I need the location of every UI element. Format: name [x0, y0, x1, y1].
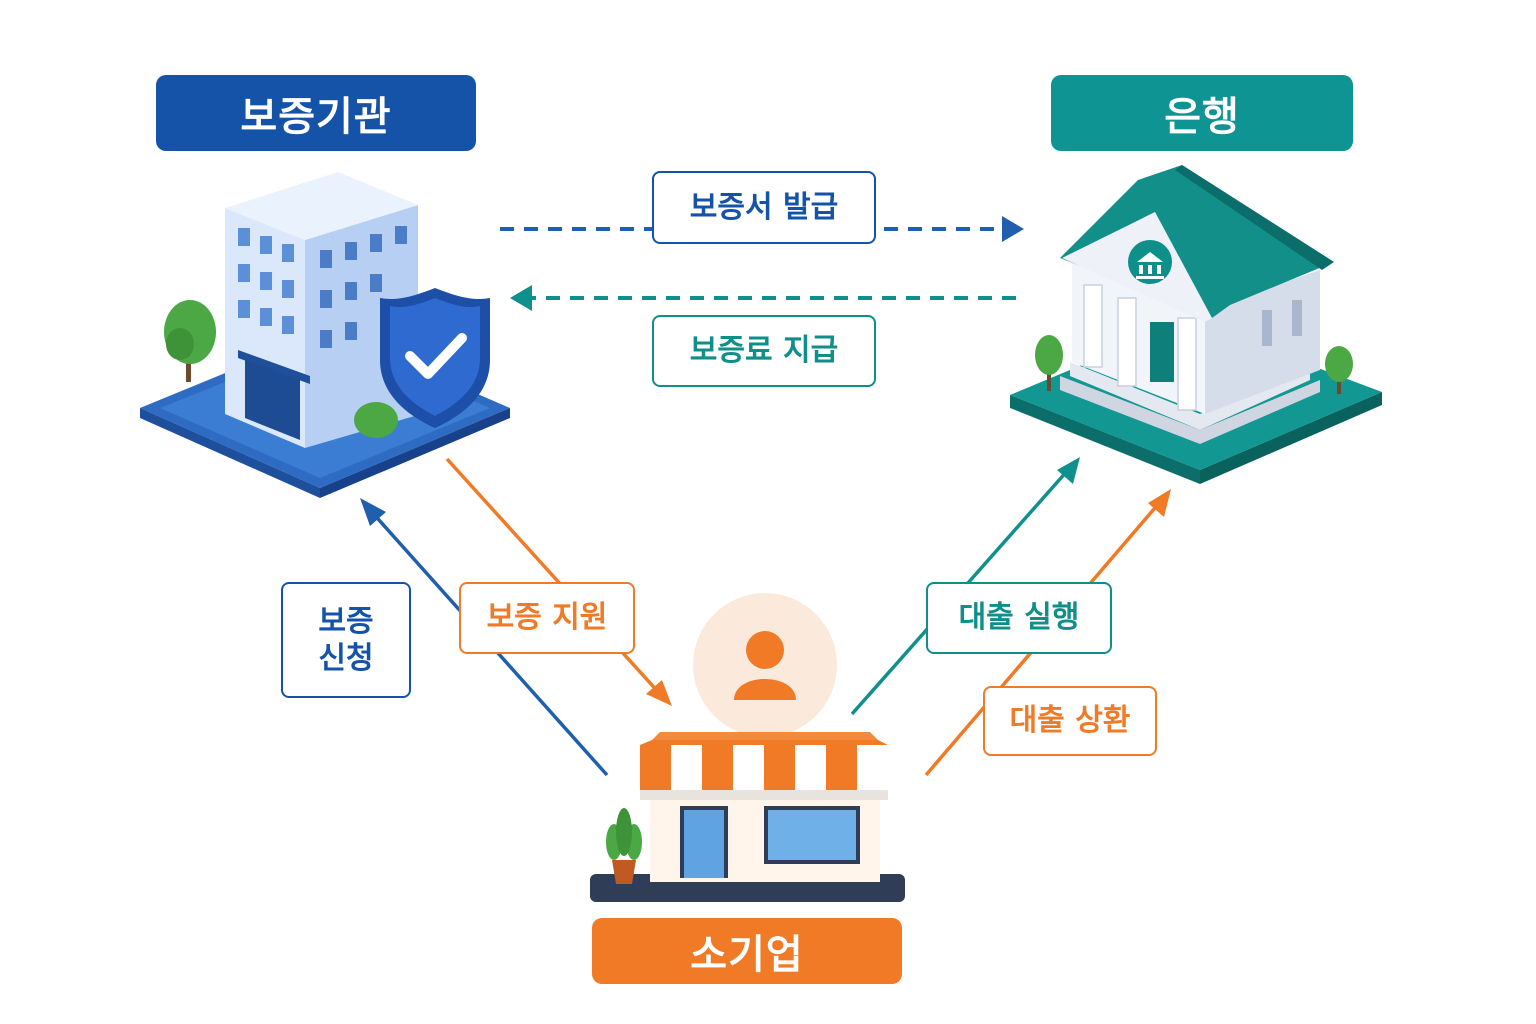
bank-label: 은행	[1051, 75, 1353, 151]
business-label-text: 소기업	[690, 932, 804, 978]
flow-label-apply: 보증 신청	[281, 582, 411, 698]
flow-label-apply-line1: 보증	[318, 603, 374, 639]
flow-label-support-text: 보증 지원	[486, 600, 608, 636]
flow-label-support: 보증 지원	[459, 582, 635, 654]
bank-building-icon	[1010, 165, 1382, 484]
flow-label-issue-guarantee-text: 보증서 발급	[689, 189, 839, 225]
guarantor-label-text: 보증기관	[240, 94, 392, 140]
storefront-icon	[590, 593, 905, 902]
flow-label-loan-repay-text: 대출 상환	[1009, 703, 1131, 739]
flow-label-pay-fee-text: 보증료 지급	[689, 333, 839, 369]
flow-label-loan-execute: 대출 실행	[926, 582, 1112, 654]
bank-label-text: 은행	[1164, 94, 1240, 140]
flow-label-loan-repay: 대출 상환	[983, 686, 1157, 756]
flow-label-loan-execute-text: 대출 실행	[958, 600, 1080, 636]
flow-label-issue-guarantee: 보증서 발급	[652, 171, 876, 244]
arrow-support	[445, 457, 662, 696]
flow-label-pay-fee: 보증료 지급	[652, 315, 876, 387]
guarantor-label: 보증기관	[156, 75, 476, 151]
business-label: 소기업	[592, 918, 902, 984]
flow-label-apply-line2: 신청	[318, 641, 374, 676]
office-building-shield-icon	[140, 172, 510, 498]
